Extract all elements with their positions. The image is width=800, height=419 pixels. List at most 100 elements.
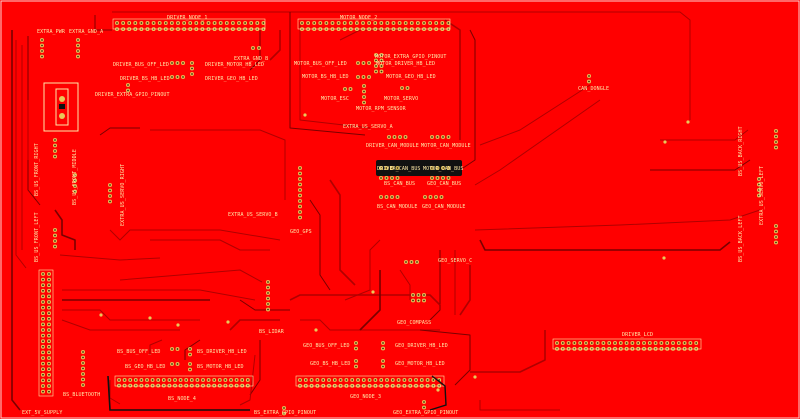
pad-hole xyxy=(357,62,359,64)
pad-hole xyxy=(380,65,383,67)
pad-hole xyxy=(355,342,357,344)
label-extra-gnd-b: EXTRA_GND_B xyxy=(234,56,269,62)
trace xyxy=(249,340,261,396)
pad-hole xyxy=(191,73,193,75)
via xyxy=(226,320,230,324)
trace xyxy=(229,319,280,331)
label-extra-us-servo-right: EXTRA_US_SERVO_RIGHT xyxy=(120,163,126,226)
driver-bus-off-led-pads xyxy=(170,61,185,65)
pad-hole xyxy=(432,379,435,381)
trace xyxy=(479,400,560,411)
pad-hole xyxy=(349,88,352,90)
label-motor-esc: MOTOR_ESC xyxy=(321,96,349,102)
pad-hole xyxy=(368,76,370,78)
motor-can-bus-pads xyxy=(430,166,451,170)
pad-hole xyxy=(42,295,44,298)
pad-hole xyxy=(213,22,216,24)
bs-extra-gpio-pads xyxy=(282,406,286,416)
ext-5v-supply-header xyxy=(41,272,45,394)
pad-hole xyxy=(152,22,155,24)
pad-hole xyxy=(171,348,173,350)
pad-hole xyxy=(417,22,419,24)
trace xyxy=(289,294,441,306)
pad-hole xyxy=(48,345,50,348)
pad-hole xyxy=(392,22,395,24)
pad-hole xyxy=(299,167,301,169)
pad-hole xyxy=(431,177,433,179)
pad-hole xyxy=(398,22,401,24)
pad-hole xyxy=(48,323,50,326)
pad-hole xyxy=(179,379,182,381)
pad-hole xyxy=(82,373,84,375)
pad-hole xyxy=(283,412,285,415)
pad-hole xyxy=(410,22,413,24)
pad-hole xyxy=(401,87,403,89)
pad-hole xyxy=(219,22,222,24)
label-geo-can-module: GEO_CAN_MODULE xyxy=(422,204,466,210)
pad-hole xyxy=(331,22,334,24)
pad-hole xyxy=(189,363,191,365)
bs-node-header xyxy=(117,378,250,388)
pad-hole xyxy=(447,136,450,138)
pad-hole xyxy=(213,379,216,381)
label-geo-gps: GEO_GPS xyxy=(290,229,312,235)
label-geo-can-bus: GEO_CAN_BUS xyxy=(427,181,462,187)
pad-hole xyxy=(109,195,111,197)
pad-hole xyxy=(82,384,84,386)
pad-hole xyxy=(224,379,227,381)
pad-hole xyxy=(386,22,389,24)
pad-hole xyxy=(48,368,50,371)
pad-hole xyxy=(232,22,234,24)
us-front-middle-pads xyxy=(73,173,77,194)
pad-hole xyxy=(410,261,413,263)
pad-hole xyxy=(157,379,160,381)
trace xyxy=(289,12,366,136)
pad-hole xyxy=(602,342,605,344)
pad-hole xyxy=(41,55,43,58)
pad-hole xyxy=(423,294,425,296)
pad-hole xyxy=(423,299,425,302)
pad-hole xyxy=(391,177,393,179)
pad-hole xyxy=(82,378,84,381)
ext-5v-supply-header-2 xyxy=(47,272,51,394)
pad-hole xyxy=(283,407,285,409)
pad-hole xyxy=(54,229,56,231)
pad-hole xyxy=(608,342,611,344)
trace xyxy=(107,375,250,411)
pad-hole xyxy=(614,342,616,344)
trace xyxy=(479,239,731,251)
pad-hole xyxy=(391,167,393,169)
trace xyxy=(109,229,281,241)
trace xyxy=(94,15,112,31)
pad-hole xyxy=(42,368,44,371)
label-bs-motor-hb-led: BS_MOTOR_HB_LED xyxy=(197,364,244,370)
label-bs-can-module: BS_CAN_MODULE xyxy=(377,204,418,210)
pad-hole xyxy=(299,189,301,191)
pad-hole xyxy=(423,22,425,24)
pad-hole xyxy=(176,62,179,64)
driver-led-column xyxy=(190,61,194,76)
us-back-left-pads xyxy=(774,224,778,245)
driver-can-module-pads xyxy=(387,135,408,139)
trace xyxy=(459,265,471,316)
pad-hole xyxy=(396,196,399,198)
pad-hole xyxy=(74,190,76,193)
header-silkscreen xyxy=(552,338,702,350)
pad-hole xyxy=(118,379,120,381)
pad-hole xyxy=(625,342,628,344)
trace xyxy=(269,30,281,61)
pad-hole xyxy=(299,211,301,213)
label-extra-us-servo-left: EXTRA_US_SERVO_LEFT xyxy=(759,165,765,225)
trace xyxy=(344,239,381,301)
extra-pwr-header xyxy=(40,38,44,59)
pad-hole xyxy=(436,167,439,169)
label-us-front-left: BS_US_FRONT_LEFT xyxy=(34,212,40,262)
pad-hole xyxy=(660,342,663,344)
pad-hole xyxy=(758,183,760,186)
geo-driver-hb-led-pads xyxy=(381,341,385,351)
pad-hole xyxy=(54,245,56,248)
label-bs-bus-off-led: BS_BUS_OFF_LED xyxy=(117,349,161,355)
label-extra-us-servo-b: EXTRA_US_SERVO_B xyxy=(228,212,278,218)
pad-hole xyxy=(42,373,44,376)
